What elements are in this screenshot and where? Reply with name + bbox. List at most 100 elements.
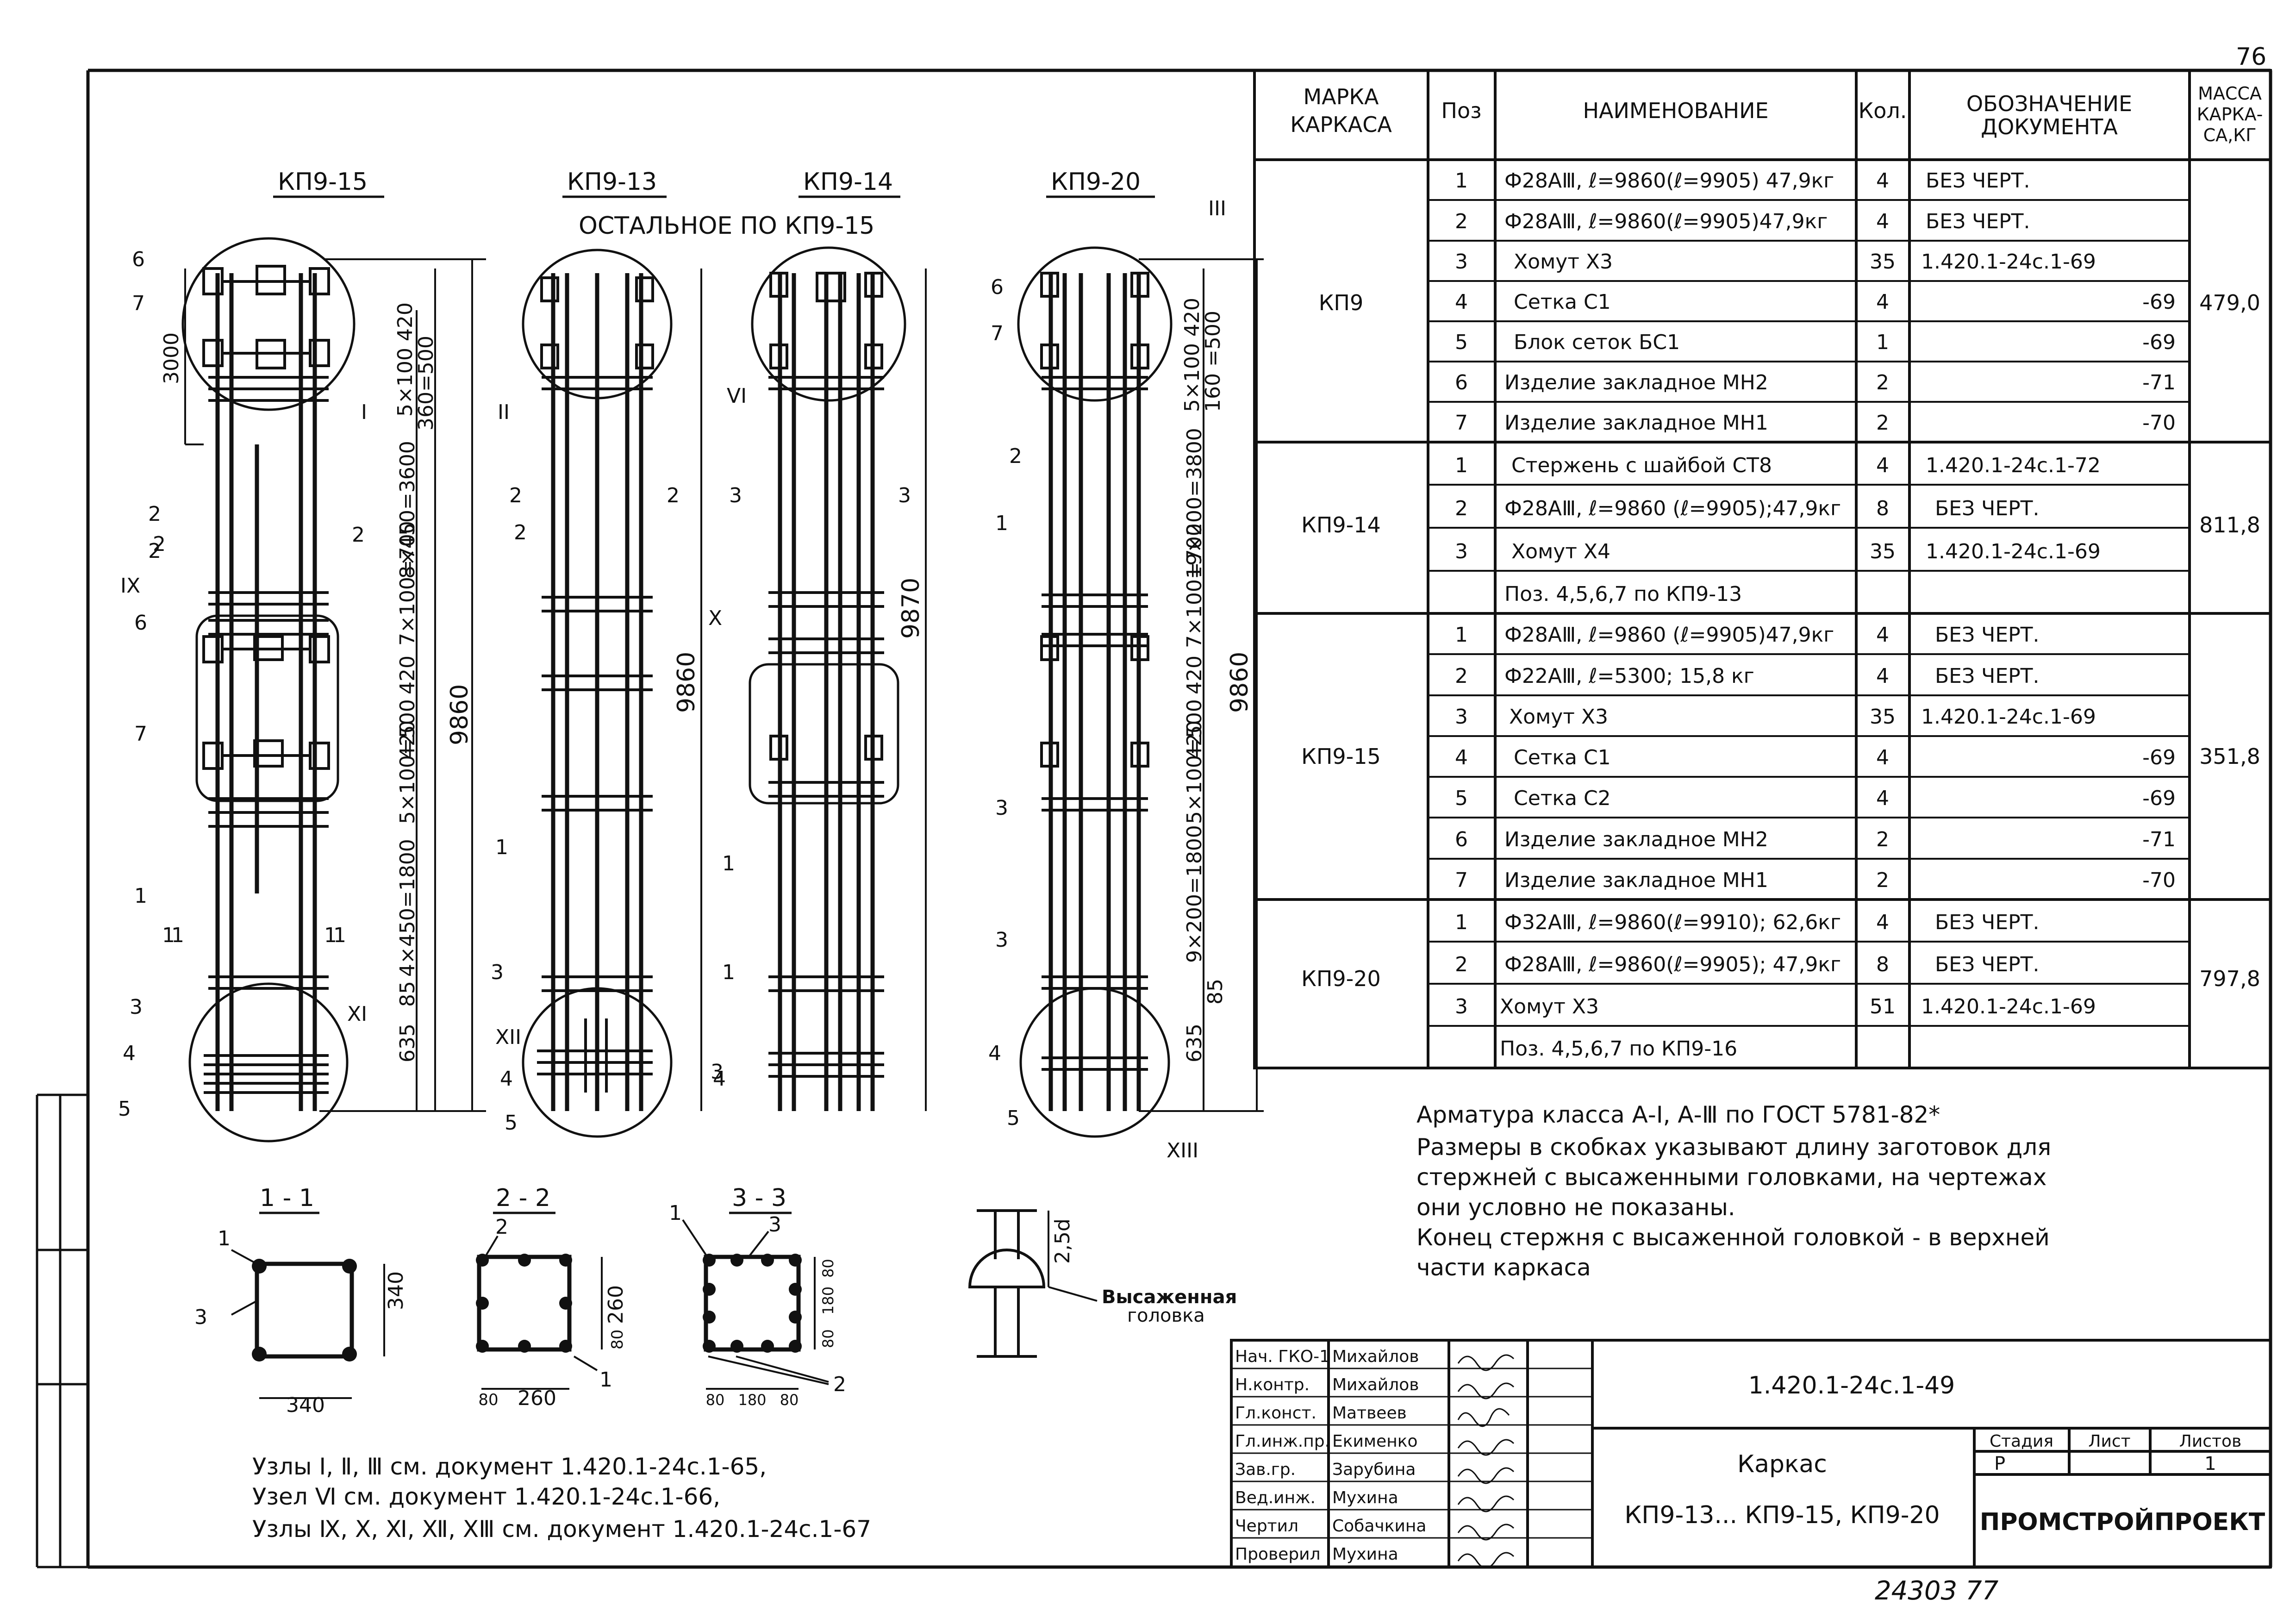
- row-pos: 4: [1455, 746, 1468, 769]
- row-doc: БЕЗ ЧЕРТ.: [1935, 664, 2040, 688]
- group-mark: КП9-14: [1301, 512, 1381, 537]
- section-label: 1: [669, 1201, 682, 1225]
- row-pos: 7: [1455, 868, 1468, 892]
- section-label: 1: [218, 1227, 231, 1250]
- pos-label: 2: [514, 521, 527, 544]
- pos-label: 3: [130, 995, 143, 1019]
- group-mark: КП9: [1319, 290, 1364, 315]
- header-mass-2: КАРКА-: [2197, 104, 2263, 125]
- header-mass-3: СА,КГ: [2203, 125, 2257, 145]
- row-name: Сетка С1: [1514, 746, 1611, 769]
- dim-label: 8×450=3600: [396, 441, 419, 579]
- pos-label: 6: [132, 248, 145, 271]
- node-mark: X: [708, 606, 722, 630]
- row-name: Хомут Х3: [1514, 250, 1613, 274]
- section-title: 3 - 3: [732, 1184, 786, 1212]
- detail-label: головка: [1127, 1305, 1205, 1326]
- section-label: 3: [768, 1213, 781, 1237]
- reference-line: Узел Ⅵ см. документ 1.420.1-24с.1-66,: [252, 1483, 720, 1510]
- section-label: 1: [599, 1368, 612, 1392]
- dim-label: 420: [396, 656, 419, 694]
- row-qty: 2: [1876, 868, 1889, 892]
- section-dim: 80: [706, 1391, 725, 1409]
- row-doc: БЕЗ ЧЕРТ.: [1926, 210, 2030, 233]
- row-qty: 8: [1876, 953, 1889, 976]
- dim-label: 7×100=700: [1183, 523, 1206, 648]
- pos-label: 3: [729, 484, 742, 507]
- section-mark: 2: [148, 539, 161, 563]
- pos-label: 2: [667, 484, 680, 507]
- dim-label: 85: [396, 981, 419, 1007]
- row-doc: -70: [2142, 411, 2176, 435]
- dim-label: 635: [396, 1024, 419, 1062]
- note-line: Размеры в скобках указывают длину загото…: [1416, 1134, 2051, 1161]
- signer-role: Чертил: [1235, 1517, 1298, 1536]
- note-line: Конец стержня с высаженной головкой - в …: [1416, 1224, 2050, 1251]
- row-qty: 4: [1876, 911, 1889, 934]
- row-pos: 3: [1455, 540, 1468, 563]
- row-name: Хомут Х4: [1511, 540, 1610, 563]
- pos-label: 3: [995, 928, 1008, 952]
- row-qty: 35: [1870, 705, 1896, 729]
- frame-title: КП9-13: [567, 168, 657, 196]
- pos-label: 1: [324, 924, 337, 947]
- header-mark-2: КАРКАСА: [1290, 112, 1392, 137]
- dim-label: 4×450=1800: [396, 839, 419, 977]
- notes: Арматура класса А-Ⅰ, А-Ⅲ по ГОСТ 5781-82…: [1416, 1101, 2051, 1281]
- row-qty: 2: [1876, 411, 1889, 435]
- row-doc: 1.420.1-24с.1-69: [1926, 540, 2101, 563]
- node-mark: VI: [727, 384, 747, 408]
- signer-name: Михайлов: [1332, 1375, 1419, 1394]
- header-mass: МАССА: [2198, 83, 2262, 104]
- node-mark: XII: [495, 1025, 521, 1049]
- row-name: Ф22АⅢ, ℓ=5300; 15,8 кг: [1504, 664, 1754, 688]
- row-qty: 51: [1870, 995, 1896, 1018]
- sheet-mark: 76: [2236, 43, 2266, 71]
- section-2-2: 2 - 2 2 1 260 80 80 260: [476, 1184, 628, 1410]
- signature-strokes: [1457, 1354, 1515, 1569]
- pos-label: 1: [722, 961, 735, 984]
- row-qty: 2: [1876, 828, 1889, 851]
- row-qty: 4: [1876, 746, 1889, 769]
- section-dim: 80: [478, 1391, 498, 1409]
- row-name: Ф28АⅢ, ℓ=9860(ℓ=9905) 47,9кг: [1504, 169, 1834, 193]
- pos-label: 2: [148, 502, 161, 526]
- row-qty: 4: [1876, 623, 1889, 647]
- row-name: Изделие закладное МН2: [1504, 828, 1768, 851]
- pos-label: 4: [713, 1067, 726, 1091]
- frame-kp9-20: КП9-20: [988, 168, 1264, 1162]
- section-title: 1 - 1: [260, 1184, 314, 1212]
- row-doc: -71: [2142, 828, 2176, 851]
- pos-label: 6: [991, 275, 1004, 299]
- sheet-label: Лист: [2088, 1432, 2130, 1451]
- row-doc: БЕЗ ЧЕРТ.: [1935, 623, 2040, 647]
- row-doc: БЕЗ ЧЕРТ.: [1935, 911, 2040, 934]
- pos-label: 1: [995, 512, 1008, 535]
- pos-label: 1: [134, 884, 147, 908]
- row-name: Блок сеток БС1: [1514, 331, 1680, 354]
- row-name: Изделие закладное МН2: [1504, 371, 1768, 394]
- spec-table-row-lines: [1428, 199, 2190, 1027]
- section-1-1: 1 - 1 1 3 340 340: [194, 1184, 408, 1417]
- node-mark: I: [361, 400, 367, 424]
- group-mark: КП9-20: [1301, 966, 1381, 991]
- section-label: 2: [833, 1373, 846, 1396]
- dim-label: 5×100 420: [1180, 298, 1204, 412]
- pos-label: 1: [722, 852, 735, 875]
- doc-subtitle: КП9-13... КП9-15, КП9-20: [1624, 1501, 1940, 1529]
- row-pos: 6: [1455, 371, 1468, 394]
- note-line: Арматура класса А-Ⅰ, А-Ⅲ по ГОСТ 5781-82…: [1416, 1101, 1940, 1128]
- row-name: Поз. 4,5,6,7 по КП9-13: [1504, 582, 1742, 606]
- dims-kp9-15: 3000 5×100 420 360=500 8×450=3600 7×100=…: [160, 302, 474, 1062]
- row-pos: 3: [1455, 250, 1468, 274]
- note-line: стержней с высаженными головками, на чер…: [1416, 1164, 2046, 1191]
- row-doc: БЕЗ ЧЕРТ.: [1935, 953, 2040, 976]
- pos-label: 7: [991, 322, 1004, 345]
- detail-label: Высаженная: [1102, 1287, 1237, 1308]
- row-name: Ф28АⅢ, ℓ=9860 (ℓ=9905);47,9кг: [1504, 497, 1841, 520]
- pos-label: 7: [134, 722, 147, 746]
- section-dim: 260: [604, 1285, 628, 1324]
- section-mark: 1: [171, 924, 184, 947]
- signer-name: Собачкина: [1332, 1517, 1426, 1536]
- sheets-value: 1: [2204, 1453, 2216, 1474]
